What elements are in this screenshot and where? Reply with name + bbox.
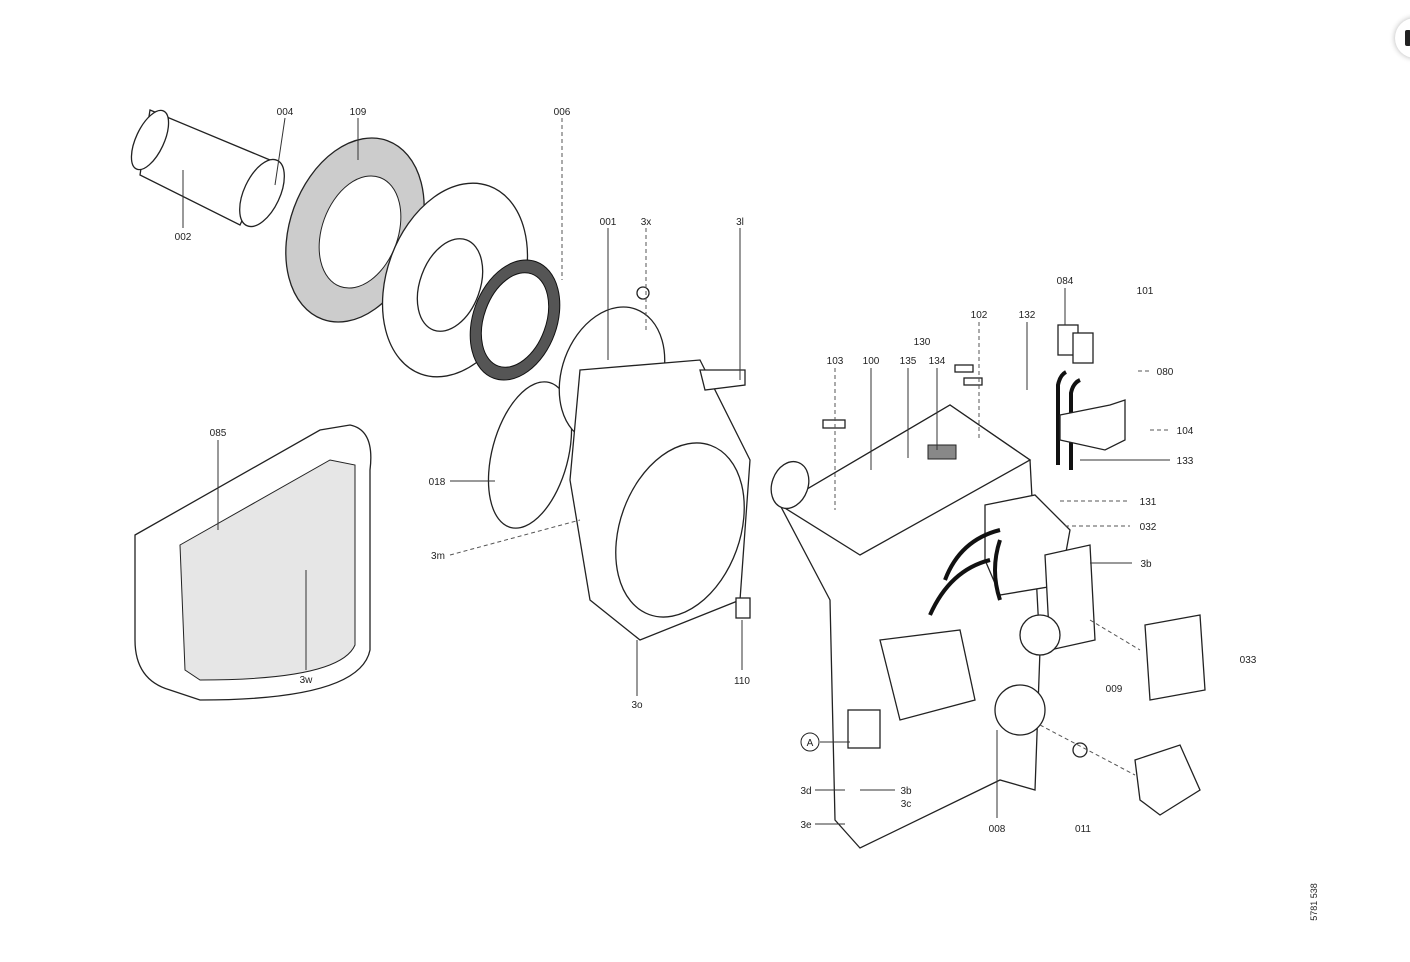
label-002: 002 <box>175 232 192 243</box>
part-102-plate <box>954 364 974 373</box>
label-3o: 3o <box>631 700 643 711</box>
label-084: 084 <box>1057 276 1074 287</box>
label-004: 004 <box>277 107 294 118</box>
part-100-burner-body <box>770 404 1096 849</box>
button-icon <box>1405 30 1410 46</box>
part-001-fan-housing <box>558 306 751 641</box>
label-3x: 3x <box>641 217 652 228</box>
label-104: 104 <box>1177 426 1194 437</box>
part-110-clip <box>735 597 751 619</box>
callout-a-circle <box>800 732 820 752</box>
part-labels: 004 109 006 002 001 3x 3l 085 018 3m 3w … <box>175 107 1319 921</box>
part-018-disc <box>487 381 573 529</box>
label-3w: 3w <box>300 675 314 686</box>
label-009: 009 <box>1106 684 1123 695</box>
drawing-number: 5781 538 <box>1309 883 1319 921</box>
label-3c: 3c <box>901 799 912 810</box>
label-032: 032 <box>1140 522 1157 533</box>
label-130: 130 <box>914 337 931 348</box>
label-080: 080 <box>1157 367 1174 378</box>
label-100: 100 <box>863 356 880 367</box>
label-134: 134 <box>929 356 946 367</box>
label-132: 132 <box>1019 310 1036 321</box>
label-3b: 3b <box>1140 559 1152 570</box>
label-018: 018 <box>429 477 446 488</box>
part-011-washer <box>1072 742 1088 758</box>
part-oil-pump <box>1134 744 1201 816</box>
label-102: 102 <box>971 310 988 321</box>
leader-lines <box>182 117 1170 825</box>
label-a: A <box>807 738 814 749</box>
label-135: 135 <box>900 356 917 367</box>
label-3b-lower: 3b <box>900 786 912 797</box>
label-3l: 3l <box>736 217 744 228</box>
label-033: 033 <box>1240 655 1257 666</box>
label-131: 131 <box>1140 497 1157 508</box>
label-011: 011 <box>1075 824 1091 835</box>
label-001: 001 <box>600 217 617 228</box>
part-033-cover <box>1144 614 1206 701</box>
part-134-terminal <box>927 444 957 460</box>
part-084-ignition-leads <box>1056 324 1126 470</box>
label-085: 085 <box>210 428 227 439</box>
label-006: 006 <box>554 107 571 118</box>
label-008: 008 <box>989 824 1006 835</box>
part-085-cover <box>134 424 372 701</box>
part-3x-screw <box>636 286 650 300</box>
part-103-plate <box>822 419 846 429</box>
label-110: 110 <box>734 676 750 687</box>
label-3d: 3d <box>800 786 811 797</box>
label-3e: 3e <box>800 820 812 831</box>
label-101: 101 <box>1137 286 1154 297</box>
part-002-tube <box>130 109 285 228</box>
floating-action-button[interactable] <box>1395 18 1410 58</box>
part-006-seal-ring <box>469 259 561 381</box>
label-103: 103 <box>827 356 844 367</box>
label-133: 133 <box>1177 456 1194 467</box>
label-3m: 3m <box>431 551 445 562</box>
label-109: 109 <box>350 107 367 118</box>
part-102-plate-2 <box>963 377 983 386</box>
